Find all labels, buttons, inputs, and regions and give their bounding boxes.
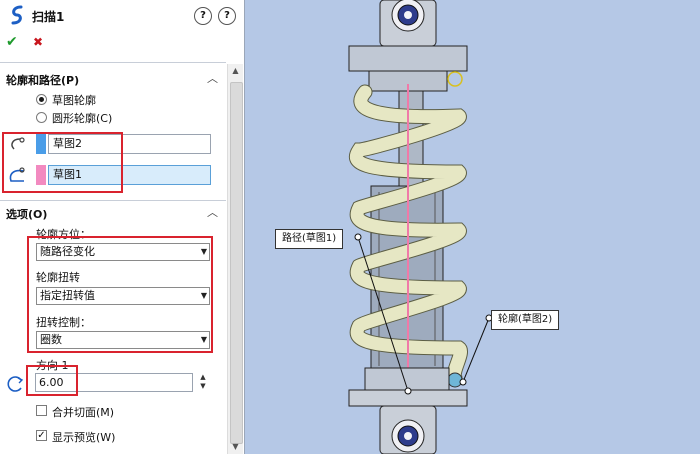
profile-select-icon bbox=[11, 137, 25, 150]
path-select-icon bbox=[9, 167, 25, 182]
whats-wrong-help-icon[interactable]: ? bbox=[194, 7, 212, 25]
merge-faces-checkbox[interactable] bbox=[36, 405, 47, 416]
orientation-dropdown[interactable]: 随路径变化 ▼ bbox=[36, 243, 210, 261]
profile-path-heading: 轮廓和路径(P) bbox=[6, 74, 80, 87]
rotation-direction-icon[interactable] bbox=[6, 374, 26, 394]
path-color-tag bbox=[36, 165, 46, 185]
panel-scrollbar[interactable]: ▲ ▼ bbox=[227, 64, 243, 454]
feature-title: 扫描1 bbox=[32, 10, 65, 24]
options-heading: 选项(O) bbox=[6, 208, 48, 221]
profile-circle bbox=[447, 372, 463, 388]
profile-endpoint bbox=[447, 71, 463, 87]
profile-color-tag bbox=[36, 134, 46, 154]
profile-callout-target bbox=[459, 378, 467, 386]
sketch-profile-label: 草图轮廓 bbox=[52, 94, 96, 107]
twist-value: 指定扭转值 bbox=[40, 289, 95, 302]
graphics-viewport[interactable]: 路径(草图1) 轮廓(草图2) bbox=[245, 0, 700, 454]
scroll-up-arrow-icon[interactable]: ▲ bbox=[232, 66, 239, 75]
collapse-chevron-icon[interactable]: ︿ bbox=[207, 206, 218, 219]
path-callout-anchor bbox=[354, 233, 362, 241]
top-bolt bbox=[404, 11, 412, 19]
highlight-box-options bbox=[27, 236, 213, 353]
merge-faces-label: 合并切面(M) bbox=[52, 406, 115, 419]
path-callout-leader bbox=[357, 236, 409, 392]
ok-check-icon[interactable]: ✔ bbox=[6, 34, 18, 50]
profile-callout-leader bbox=[462, 317, 490, 383]
collapse-chevron-icon[interactable]: ︿ bbox=[207, 72, 218, 85]
twist-control-value: 圈数 bbox=[40, 333, 62, 346]
twist-control-dropdown[interactable]: 圈数 ▼ bbox=[36, 331, 210, 349]
profile-callout[interactable]: 轮廓(草图2) bbox=[491, 310, 560, 330]
twist-label: 轮廓扭转 bbox=[36, 271, 80, 284]
orientation-value: 随路径变化 bbox=[40, 245, 95, 258]
scroll-down-arrow-icon[interactable]: ▼ bbox=[232, 442, 239, 451]
profile-selection-box[interactable]: 草图2 bbox=[48, 134, 211, 154]
profile-selection-value: 草图2 bbox=[53, 137, 82, 150]
path-selection-box[interactable]: 草图1 bbox=[48, 165, 211, 185]
bottom-bolt bbox=[404, 432, 412, 440]
path-selection-value: 草图1 bbox=[53, 168, 82, 181]
direction-spinner[interactable]: ▲▼ bbox=[200, 373, 206, 390]
sketch-profile-radio[interactable] bbox=[36, 94, 47, 105]
twist-control-label: 扭转控制： bbox=[36, 316, 91, 329]
twist-dropdown[interactable]: 指定扭转值 ▼ bbox=[36, 287, 210, 305]
property-manager-panel: 扫描1 ? ? ✔ ✖ 轮廓和路径(P) ︿ 草图轮廓 圆形轮廓(C) 草图2 … bbox=[0, 0, 245, 454]
direction-value: 6.00 bbox=[39, 376, 64, 389]
direction-input[interactable]: 6.00 bbox=[35, 373, 193, 392]
path-callout[interactable]: 路径(草图1) bbox=[275, 229, 344, 249]
dropdown-arrow-icon: ▼ bbox=[200, 247, 207, 256]
divider bbox=[0, 200, 226, 201]
cancel-x-icon[interactable]: ✖ bbox=[33, 35, 44, 49]
circular-profile-radio[interactable] bbox=[36, 112, 47, 123]
shock-absorber-model bbox=[348, 0, 493, 454]
circular-profile-label: 圆形轮廓(C) bbox=[52, 112, 113, 125]
dropdown-arrow-icon: ▼ bbox=[200, 335, 207, 344]
dropdown-arrow-icon: ▼ bbox=[200, 291, 207, 300]
sweep-feature-icon bbox=[11, 5, 23, 25]
divider bbox=[0, 62, 226, 63]
spring-coil bbox=[349, 85, 467, 385]
help-icon[interactable]: ? bbox=[218, 7, 236, 25]
highlight-box-profile-path bbox=[2, 132, 123, 193]
scroll-thumb[interactable] bbox=[230, 82, 243, 444]
show-preview-checkbox[interactable]: ✓ bbox=[36, 430, 47, 441]
path-callout-target bbox=[404, 387, 412, 395]
highlight-box-direction bbox=[26, 365, 78, 396]
show-preview-label: 显示预览(W) bbox=[52, 431, 116, 444]
top-spring-seat bbox=[348, 45, 468, 72]
